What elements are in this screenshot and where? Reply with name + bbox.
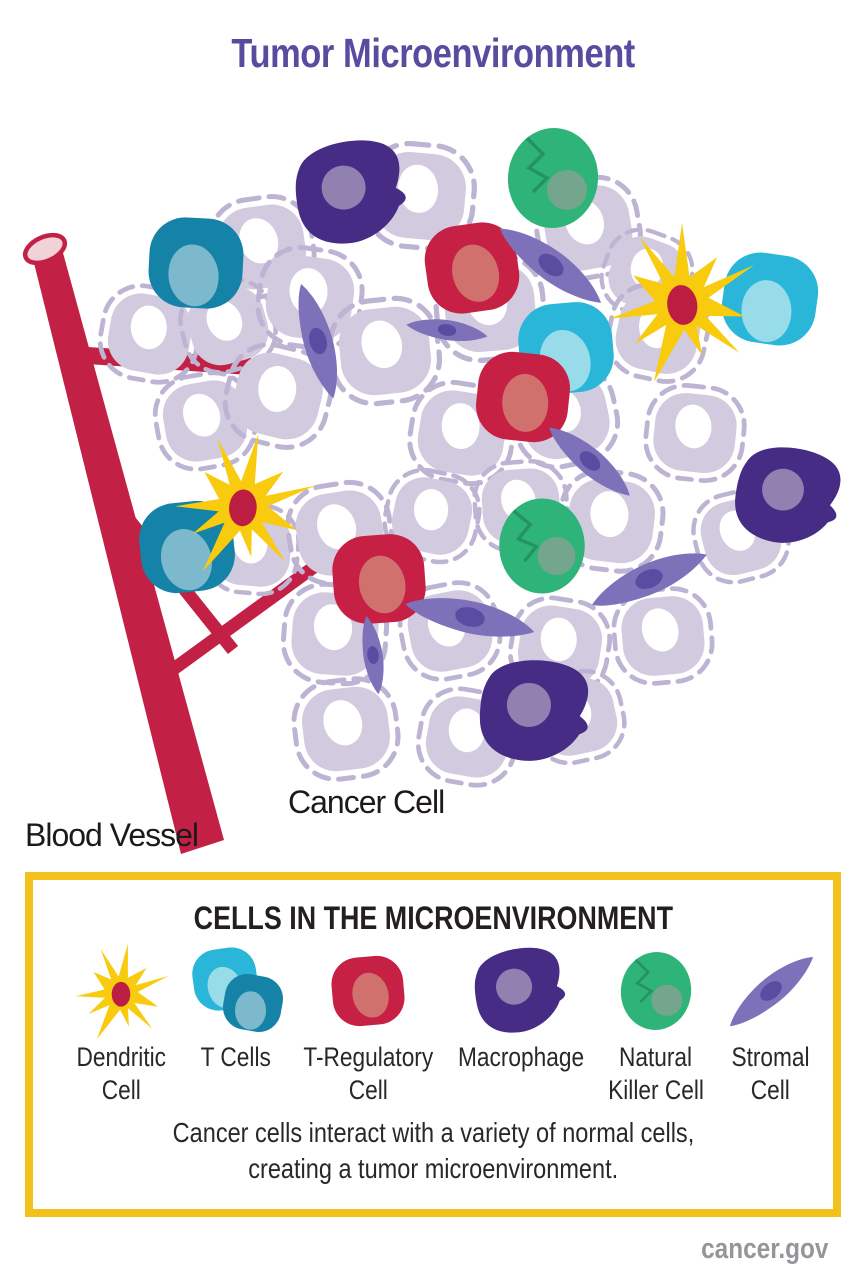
natural-killer-cell-icon (620, 952, 691, 1030)
legend-label-line: Cell (751, 1075, 791, 1105)
immune-cells-group (139, 128, 841, 761)
blood-vessel-trunk (33, 242, 224, 854)
cancer-cell (611, 586, 715, 686)
caption-line-1: Cancer cells interact with a variety of … (172, 1117, 694, 1148)
legend-label: Dendritic Cell (68, 1041, 175, 1107)
blood-vessel-label: Blood Vessel (25, 817, 198, 853)
stromal-cell (591, 553, 707, 606)
legend-title-text: CELLS IN THE MICROENVIRONMENT (193, 900, 673, 936)
stromal-cell (362, 615, 384, 695)
legend-label-line: Dendritic (76, 1042, 166, 1072)
treg-cell (424, 222, 520, 314)
legend-item-macrophage: Macrophage (446, 941, 596, 1107)
t-regulatory-cell-icon (331, 955, 405, 1027)
dendritic-cell (175, 434, 316, 572)
nk-glyph (620, 952, 691, 1030)
nk-cell (507, 128, 599, 228)
legend-item-t-cells: T Cells (181, 941, 291, 1107)
stromal-cell (298, 284, 337, 399)
legend-label-line: Macrophage (457, 1042, 584, 1072)
stromal-cell (405, 598, 535, 637)
macrophage-cell (295, 140, 406, 244)
stromal-glyph (729, 957, 813, 1027)
t-regulatory-glyph (331, 955, 405, 1027)
dendritic-cell-icon (75, 943, 169, 1040)
macrophage-icon (474, 947, 565, 1033)
cancer-cell (327, 295, 443, 407)
dendritic-cell (610, 223, 755, 383)
legend-label-line: T-Regulatory (303, 1042, 434, 1072)
t-cells-icon (192, 947, 284, 1032)
legend-label: T-Regulatory Cell (291, 1041, 446, 1107)
site-credit: cancer.gov (689, 1233, 841, 1266)
macrophage-glyph (474, 947, 565, 1033)
cancer-cell (291, 676, 401, 782)
legend-item-dendritic-cell: Dendritic Cell (61, 941, 181, 1107)
cancer-cell (222, 342, 334, 450)
tumor-microenvironment-illustration: Cancer Cell Blood Vessel (22, 128, 841, 854)
legend-label-line: Killer Cell (607, 1075, 704, 1105)
treg-cell (332, 534, 426, 624)
legend-label: Macrophage (446, 1041, 596, 1107)
cancer-cell-label: Cancer Cell (288, 784, 444, 820)
legend-label: Natural Killer Cell (599, 1041, 713, 1107)
legend-label-line: T Cells (200, 1042, 272, 1072)
legend-label: T Cells (194, 1041, 278, 1107)
legend-caption: Cancer cells interact with a variety of … (33, 1115, 833, 1187)
cancer-cell (643, 383, 747, 483)
legend-title: CELLS IN THE MICROENVIRONMENT (33, 900, 833, 937)
site-credit-text: cancer.gov (701, 1233, 829, 1265)
t-cell-dark-glyph (222, 974, 284, 1032)
macrophage-cell (735, 447, 841, 543)
legend-item-natural-killer-cell: Natural Killer Cell (596, 941, 716, 1107)
macrophage-cell (479, 660, 589, 761)
blood-vessel-opening (22, 232, 68, 266)
legend-item-t-regulatory-cell: T-Regulatory Cell (291, 941, 446, 1107)
stromal-cell (549, 427, 630, 496)
stromal-cell (406, 319, 488, 342)
legend-label-line: Natural (619, 1042, 693, 1072)
tcell-cell (148, 217, 244, 309)
legend-label-line: Cell (348, 1075, 388, 1105)
page-title: Tumor Microenvironment (0, 30, 866, 77)
dendritic-glyph (75, 943, 169, 1040)
caption-line-2: creating a tumor microenvironment. (248, 1153, 618, 1184)
legend-label-line: Stromal (731, 1042, 810, 1072)
treg-cell (476, 351, 570, 443)
page-title-text: Tumor Microenvironment (231, 30, 635, 76)
nk-cell (499, 498, 585, 594)
legend-item-stromal-cell: Stromal Cell (716, 941, 826, 1107)
stromal-cell (499, 228, 601, 303)
stromal-cell-icon (729, 957, 813, 1027)
cancer-cell (382, 467, 482, 565)
legend-icons-row: Dendritic Cell T Cells T-Regulatory Cell (33, 941, 833, 1107)
legend-label-line: Cell (101, 1075, 141, 1105)
legend-box: CELLS IN THE MICROENVIRONMENT Dendritic … (25, 872, 841, 1217)
legend-label: Stromal Cell (724, 1041, 817, 1107)
tcell-cell (721, 252, 819, 346)
